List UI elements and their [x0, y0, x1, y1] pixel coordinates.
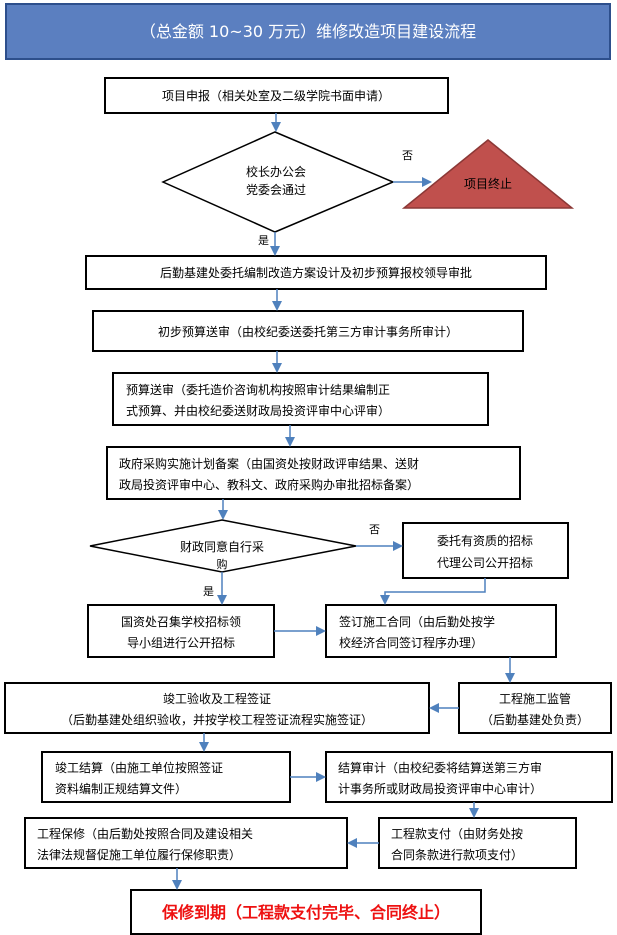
node-settlement-audit-line-2: 计事务所或财政局投资评审中心审计）: [338, 781, 542, 796]
node-warranty-line-1: 工程保修（由后勤处按照合同及建设相关: [37, 826, 253, 841]
arrow-n6-n8: [380, 578, 486, 605]
node-completion-acceptance: 竣工验收及工程签证 （后勤基建处组织验收，并按学校工程签证流程实施签证）: [4, 682, 430, 734]
node-school-tender-line-2: 导小组进行公开招标: [127, 636, 235, 650]
node-preliminary-audit: 初步预算送审（由校纪委送委托第三方审计事务所审计）: [92, 310, 524, 352]
node-preliminary-audit-line-1: 初步预算送审（由校纪委送委托第三方审计事务所审计）: [158, 324, 458, 339]
node-design-budget: 后勤基建处委托编制改造方案设计及初步预算报校领导审批: [85, 255, 547, 290]
node-agency-tender-line-1: 委托有资质的招标: [437, 533, 533, 548]
node-budget-review-line-1: 预算送审（委托造价咨询机构按照审计结果编制正: [126, 382, 390, 397]
final-step-label: 保修到期（工程款支付完毕、合同终止）: [161, 903, 450, 922]
decision-self-procurement-line-2: 购: [217, 557, 228, 571]
decision-president-office-line-2: 党委会通过: [246, 182, 306, 197]
terminate-triangle: 项目终止: [401, 139, 575, 209]
node-budget-review-line-2: 式预算、并由校纪委送财政局投资评审中心评审）: [126, 403, 390, 418]
node-agency-tender-line-2: 代理公司公开招标: [437, 556, 533, 570]
page-title: （总金额 10~30 万元）维修改造项目建设流程: [140, 22, 476, 41]
node-sign-contract-line-1: 签订施工合同（由后勤处按学: [339, 614, 495, 629]
node-construction-supervision: 工程施工监管 （后勤基建处负责）: [458, 682, 612, 734]
decision-1-yes-label: 是: [258, 234, 269, 247]
node-design-budget-line-1: 后勤基建处委托编制改造方案设计及初步预算报校领导审批: [160, 265, 472, 280]
node-project-application-line-1: 项目申报（相关处室及二级学院书面申请）: [162, 88, 390, 103]
node-sign-contract-line-2: 校经济合同签订程序办理）: [339, 635, 483, 650]
node-completion-acceptance-line-1: 竣工验收及工程签证: [163, 691, 271, 706]
node-final-settlement-line-1: 竣工结算（由施工单位按照签证: [55, 760, 223, 775]
title-banner: （总金额 10~30 万元）维修改造项目建设流程: [5, 3, 611, 60]
node-agency-tender: 委托有资质的招标 代理公司公开招标: [402, 522, 569, 579]
decision-2-yes-label: 是: [203, 585, 214, 598]
node-project-application: 项目申报（相关处室及二级学院书面申请）: [104, 77, 449, 114]
node-procurement-filing: 政府采购实施计划备案（由国资处按财政评审结果、送财 政局投资评审中心、教科文、政…: [106, 446, 521, 500]
decision-self-procurement: 财政同意自行采 购: [89, 519, 357, 573]
decision-1-no-label: 否: [402, 149, 413, 162]
node-final-settlement: 竣工结算（由施工单位按照签证 资料编制正规结算文件）: [41, 751, 291, 803]
node-payment-line-2: 合同条款进行款项支付）: [391, 847, 523, 862]
decision-president-office: 校长办公会 党委会通过: [161, 131, 395, 233]
connectors: [172, 113, 515, 890]
node-settlement-audit: 结算审计（由校纪委将结算送第三方审 计事务所或财政局投资评审中心审计）: [325, 751, 613, 803]
node-warranty-line-2: 法律法规督促施工单位履行保修职责）: [37, 847, 241, 862]
node-settlement-audit-line-1: 结算审计（由校纪委将结算送第三方审: [338, 760, 542, 775]
node-budget-review: 预算送审（委托造价咨询机构按照审计结果编制正 式预算、并由校纪委送财政局投资评审…: [112, 372, 489, 426]
node-payment-line-1: 工程款支付（由财务处按: [391, 826, 523, 841]
node-school-tender-line-1: 国资处召集学校招标领: [121, 614, 241, 629]
terminate-label: 项目终止: [464, 176, 512, 191]
node-construction-supervision-line-2: （后勤基建处负责）: [481, 713, 589, 727]
node-construction-supervision-line-1: 工程施工监管: [499, 691, 571, 706]
node-procurement-filing-line-1: 政府采购实施计划备案（由国资处按财政评审结果、送财: [119, 456, 419, 471]
node-sign-contract: 签订施工合同（由后勤处按学 校经济合同签订程序办理）: [325, 604, 557, 658]
node-completion-acceptance-line-2: （后勤基建处组织验收，并按学校工程签证流程实施签证）: [61, 712, 373, 727]
node-warranty: 工程保修（由后勤处按照合同及建设相关 法律法规督促施工单位履行保修职责）: [24, 817, 348, 869]
node-warranty-expiry: 保修到期（工程款支付完毕、合同终止）: [130, 889, 482, 935]
node-payment: 工程款支付（由财务处按 合同条款进行款项支付）: [378, 817, 577, 869]
node-procurement-filing-line-2: 政局投资评审中心、教科文、政府采购办审批招标备案）: [119, 477, 419, 492]
decision-2-no-label: 否: [369, 523, 380, 536]
node-final-settlement-line-2: 资料编制正规结算文件）: [55, 781, 187, 796]
decision-self-procurement-line-1: 财政同意自行采: [180, 539, 264, 554]
decision-president-office-line-1: 校长办公会: [246, 164, 306, 179]
node-school-tender: 国资处召集学校招标领 导小组进行公开招标: [87, 604, 275, 658]
